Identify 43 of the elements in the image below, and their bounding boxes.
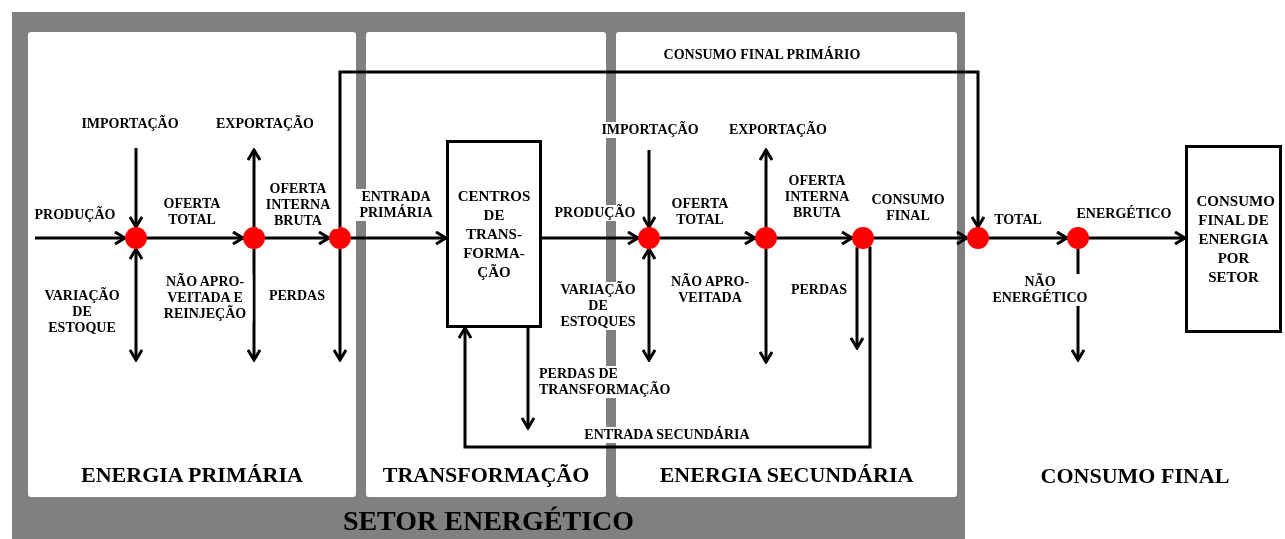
panel-title: TRANSFORMAÇÃO	[381, 462, 591, 488]
arrow	[542, 230, 640, 246]
arrow	[849, 247, 865, 350]
sector-title: SETOR ENERGÉTICO	[341, 505, 636, 537]
arrow	[265, 230, 331, 246]
arrow	[128, 247, 144, 362]
panel-title: ENERGIA PRIMÁRIA	[80, 462, 304, 488]
arrow	[147, 230, 245, 246]
junction-dot	[1067, 227, 1089, 249]
arrow	[758, 249, 774, 364]
junction-dot	[755, 227, 777, 249]
arrow	[457, 246, 872, 449]
arrow	[641, 150, 657, 229]
arrow	[660, 230, 757, 246]
edge-label: OFERTA INTERNA BRUTA	[258, 181, 338, 229]
arrow	[758, 148, 774, 227]
sector-band	[12, 12, 965, 539]
arrow	[777, 230, 854, 246]
junction-dot	[967, 227, 989, 249]
arrow	[641, 247, 657, 362]
junction-dot	[243, 227, 265, 249]
arrow	[989, 230, 1069, 246]
arrow	[520, 328, 536, 430]
arrow	[246, 148, 262, 227]
arrow	[1089, 230, 1187, 246]
process-box	[446, 140, 542, 328]
arrow	[128, 148, 144, 229]
edge-label: NÃO ENERGÉTICO	[990, 274, 1090, 306]
edge-label: VARIAÇÃO DE ESTOQUES	[558, 282, 638, 330]
junction-dot	[638, 227, 660, 249]
arrow	[35, 230, 127, 246]
arrow	[332, 249, 348, 362]
junction-dot	[329, 227, 351, 249]
panel-title: ENERGIA SECUNDÁRIA	[658, 462, 915, 488]
arrow	[338, 70, 986, 229]
process-box	[1185, 145, 1282, 333]
junction-dot	[125, 227, 147, 249]
arrow	[246, 249, 262, 362]
arrow	[874, 230, 969, 246]
junction-dot	[852, 227, 874, 249]
edge-label: VARIAÇÃO DE ESTOQUE	[42, 288, 122, 336]
box-text: CENTROS DE TRANS- FORMA- ÇÃO	[456, 186, 532, 282]
arrow	[351, 230, 448, 246]
